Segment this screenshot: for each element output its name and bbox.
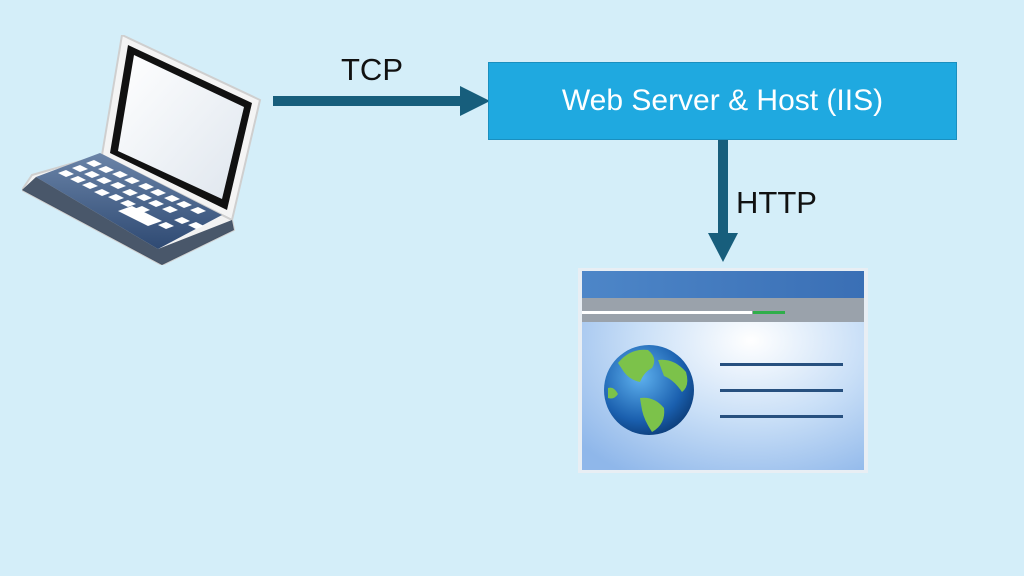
web-server-node: Web Server & Host (IIS) [488, 62, 957, 140]
tcp-label: TCP [341, 52, 403, 87]
http-label: HTTP [736, 185, 817, 220]
web-page-icon [578, 268, 868, 473]
laptop-icon [22, 35, 262, 265]
http-arrow [708, 140, 738, 262]
web-server-label: Web Server & Host (IIS) [561, 84, 884, 117]
tcp-arrow [273, 86, 490, 116]
